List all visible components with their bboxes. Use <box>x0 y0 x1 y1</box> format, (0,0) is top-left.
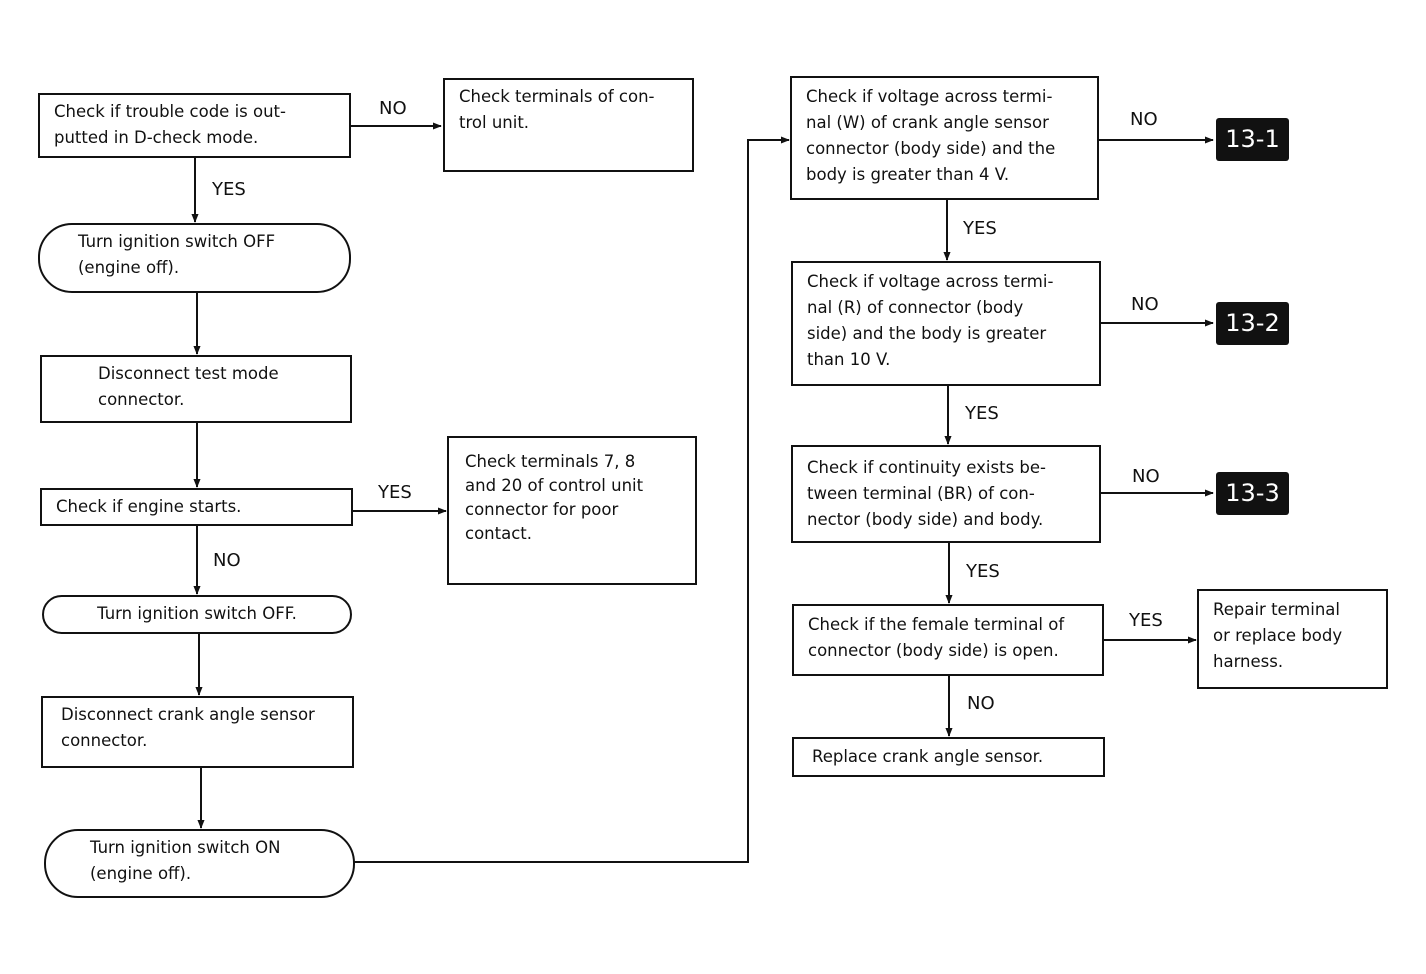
edge-label-voltage-r-yes: YES <box>965 403 999 424</box>
node-check-voltage-r-line-3: side) and the body is greater <box>807 324 1047 343</box>
node-check-voltage-w-line-2: nal (W) of crank angle sensor <box>806 113 1049 132</box>
node-check-continuity-br: Check if continuity exists be- tween ter… <box>791 445 1101 543</box>
node-turn-ignition-on: Turn ignition switch ON (engine off). <box>44 829 355 898</box>
node-check-voltage-w-line-1: Check if voltage across termi- <box>806 87 1053 106</box>
node-disconnect-test-mode-line-1: Disconnect test mode <box>98 364 279 383</box>
edge-label-trouble-no: NO <box>379 98 407 119</box>
node-check-terminals-7-8-20: Check terminals 7, 8 and 20 of control u… <box>447 436 697 585</box>
node-check-voltage-w: Check if voltage across termi- nal (W) o… <box>790 76 1099 200</box>
node-turn-ignition-off-engine-off-line-2: (engine off). <box>78 258 180 277</box>
node-check-terminals-7-8-20-line-3: connector for poor <box>465 500 619 519</box>
node-check-voltage-r-line-1: Check if voltage across termi- <box>807 272 1054 291</box>
edge-label-starts-yes: YES <box>378 482 412 503</box>
ref-tag-13-1: 13-1 <box>1216 118 1289 161</box>
node-check-terminals-7-8-20-line-1: Check terminals 7, 8 <box>465 452 636 471</box>
node-check-terminals-7-8-20-line-4: contact. <box>465 524 532 543</box>
node-disconnect-test-mode-line-2: connector. <box>98 390 185 409</box>
node-check-voltage-r-line-2: nal (R) of connector (body <box>807 298 1024 317</box>
node-disconnect-crank-sensor-line-1: Disconnect crank angle sensor <box>61 705 315 724</box>
edge-label-voltage-w-no: NO <box>1130 109 1158 130</box>
node-check-female-terminal: Check if the female terminal of connecto… <box>792 604 1104 676</box>
edge-label-starts-no: NO <box>213 550 241 571</box>
node-turn-ignition-off: Turn ignition switch OFF. <box>42 595 352 634</box>
edge-label-female-no: NO <box>967 693 995 714</box>
edge-label-voltage-w-yes: YES <box>963 218 997 239</box>
node-turn-ignition-off-line-1: Turn ignition switch OFF. <box>97 604 297 623</box>
node-turn-ignition-on-line-1: Turn ignition switch ON <box>90 838 281 857</box>
node-check-trouble-code: Check if trouble code is out- putted in … <box>38 93 351 158</box>
node-repair-terminal-line-1: Repair terminal <box>1213 600 1340 619</box>
node-check-terminals-control-unit-line-2: trol unit. <box>459 113 530 132</box>
node-turn-ignition-off-engine-off: Turn ignition switch OFF (engine off). <box>38 223 351 293</box>
node-check-female-terminal-line-1: Check if the female terminal of <box>808 615 1065 634</box>
node-check-female-terminal-line-2: connector (body side) is open. <box>808 641 1059 660</box>
node-disconnect-test-mode: Disconnect test mode connector. <box>40 355 352 423</box>
node-check-terminals-control-unit-line-1: Check terminals of con- <box>459 87 655 106</box>
node-repair-terminal-line-2: or replace body <box>1213 626 1343 645</box>
node-check-voltage-w-line-3: connector (body side) and the <box>806 139 1056 158</box>
node-check-engine-starts: Check if engine starts. <box>40 488 353 526</box>
edge-label-female-yes: YES <box>1129 610 1163 631</box>
node-check-continuity-br-line-2: tween terminal (BR) of con- <box>807 484 1035 503</box>
edge-ignition-on-to-voltage-w <box>354 136 790 863</box>
edge-label-trouble-yes: YES <box>212 179 246 200</box>
node-turn-ignition-on-line-2: (engine off). <box>90 864 192 883</box>
node-disconnect-crank-sensor: Disconnect crank angle sensor connector. <box>41 696 354 768</box>
node-check-terminals-control-unit: Check terminals of con- trol unit. <box>443 78 694 172</box>
node-check-terminals-7-8-20-line-2: and 20 of control unit <box>465 476 644 495</box>
node-replace-crank-sensor-line-1: Replace crank angle sensor. <box>812 747 1044 766</box>
edge-label-voltage-r-no: NO <box>1131 294 1159 315</box>
node-check-continuity-br-line-1: Check if continuity exists be- <box>807 458 1046 477</box>
node-check-voltage-w-line-4: body is greater than 4 V. <box>806 165 1010 184</box>
node-replace-crank-sensor: Replace crank angle sensor. <box>792 737 1105 777</box>
node-repair-terminal-line-3: harness. <box>1213 652 1284 671</box>
node-check-voltage-r: Check if voltage across termi- nal (R) o… <box>791 261 1101 386</box>
ref-tag-13-3: 13-3 <box>1216 472 1289 515</box>
node-repair-terminal: Repair terminal or replace body harness. <box>1197 589 1388 689</box>
node-check-trouble-code-line-1: Check if trouble code is out- <box>54 102 286 121</box>
ref-tag-13-2: 13-2 <box>1216 302 1289 345</box>
edge-label-continuity-no: NO <box>1132 466 1160 487</box>
edge-label-continuity-yes: YES <box>966 561 1000 582</box>
node-check-trouble-code-line-2: putted in D-check mode. <box>54 128 259 147</box>
node-disconnect-crank-sensor-line-2: connector. <box>61 731 148 750</box>
node-check-engine-starts-line-1: Check if engine starts. <box>56 497 242 516</box>
node-check-voltage-r-line-4: than 10 V. <box>807 350 891 369</box>
node-turn-ignition-off-engine-off-line-1: Turn ignition switch OFF <box>78 232 276 251</box>
node-check-continuity-br-line-3: nector (body side) and body. <box>807 510 1044 529</box>
